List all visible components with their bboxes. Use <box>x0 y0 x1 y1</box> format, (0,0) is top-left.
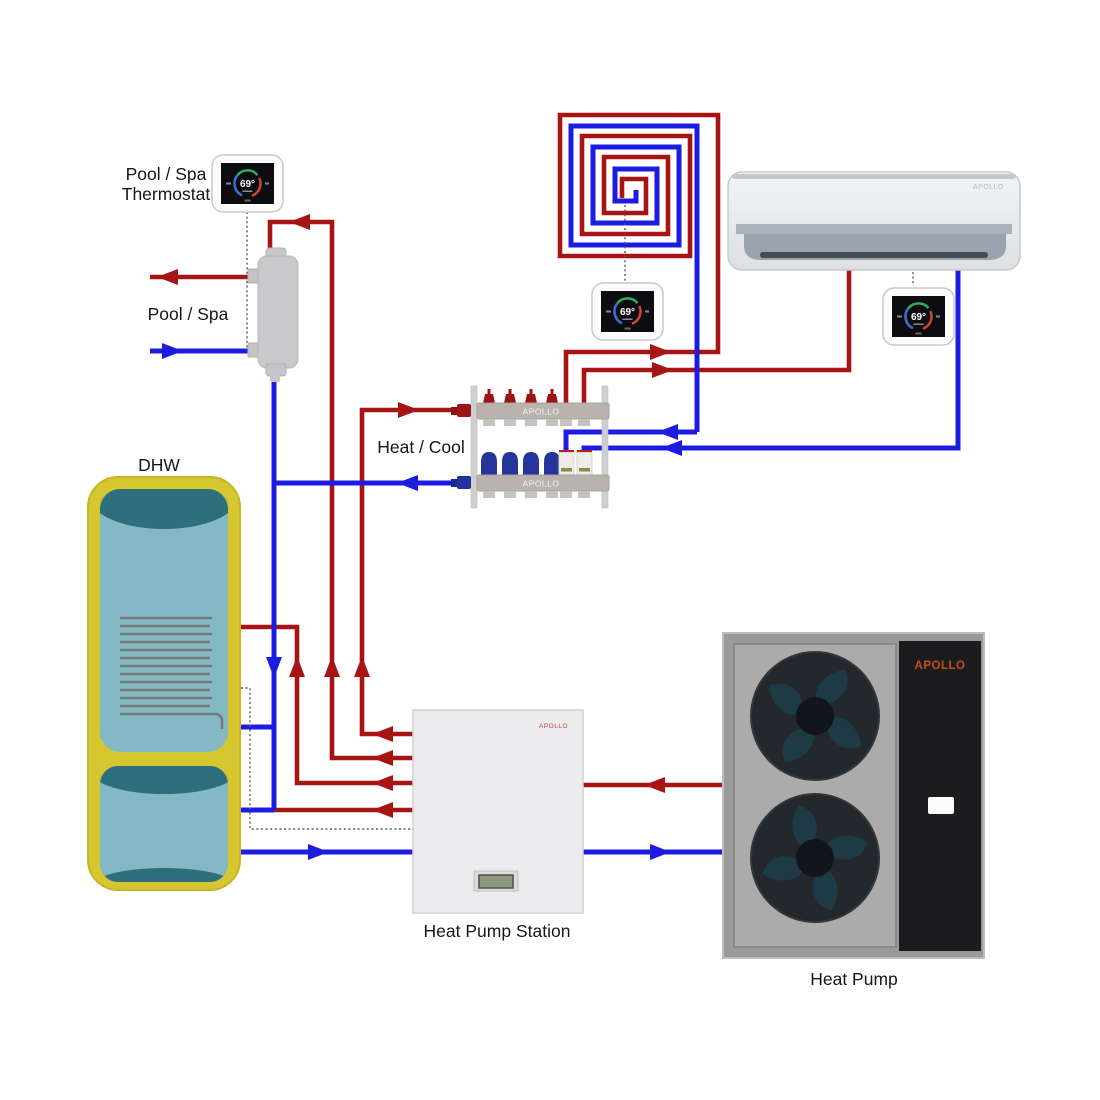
pool-spa-heat-exchanger <box>247 247 299 382</box>
label-pool-spa-thermostat-1: Pool / Spa <box>126 164 207 184</box>
fan-bottom-icon <box>750 793 880 923</box>
labels: Pool / Spa Thermostat Pool / Spa DHW Hea… <box>122 164 898 989</box>
sensor-cables <box>241 205 914 830</box>
pipe-airhandler-supply <box>581 268 852 405</box>
manifold-actuators <box>558 450 593 476</box>
label-pool-spa-thermostat-2: Thermostat <box>122 184 211 204</box>
cable-tank-sensor <box>241 687 413 830</box>
pipe-dhw-supply <box>236 624 413 786</box>
thermostat-pool-spa-temp: 69° <box>240 179 255 190</box>
thermostat-air-handler[interactable]: 69° <box>882 287 955 346</box>
heat-pump: APOLLO <box>722 632 985 959</box>
tank-coil <box>120 616 224 729</box>
pipe-floor-supply-spiral <box>557 112 721 405</box>
manifold-return-brand: APOLLO <box>522 479 559 489</box>
pipe-floor-return-spiral <box>568 123 700 432</box>
heat-pump-brand: APOLLO <box>915 660 966 672</box>
thermostat-floor-temp: 69° <box>620 307 635 318</box>
fan-top-icon <box>750 651 880 781</box>
pipe-floor-return-run <box>563 429 697 455</box>
manifold: APOLLO <box>451 385 610 509</box>
heat-pump-label-plate <box>928 797 954 814</box>
label-pool-spa: Pool / Spa <box>148 304 229 324</box>
label-dhw: DHW <box>138 455 180 475</box>
manifold-return-bar: APOLLO <box>451 450 610 498</box>
station-brand: APOLLO <box>539 723 568 730</box>
manifold-supply-bar: APOLLO <box>451 389 610 426</box>
dhw-tank <box>87 476 241 891</box>
thermostat-air-handler-temp: 69° <box>911 312 926 323</box>
thermostat-floor[interactable]: 69° <box>591 282 664 341</box>
thermostat-pool-spa[interactable]: 69° <box>211 154 284 213</box>
heat-pump-station: APOLLO <box>412 709 584 914</box>
air-handler-brand: APOLLO <box>973 184 1004 191</box>
cold-flow-arrows <box>162 343 682 860</box>
label-heat-pump-station: Heat Pump Station <box>424 921 571 941</box>
hot-flow-arrows <box>157 214 673 818</box>
pipe-heatcool-supply <box>359 407 460 737</box>
air-handler: APOLLO <box>727 171 1021 271</box>
pipe-pool-spa-supply <box>267 219 413 761</box>
label-heat-pump: Heat Pump <box>810 969 898 989</box>
manifold-supply-brand: APOLLO <box>522 407 559 417</box>
label-heat-cool: Heat / Cool <box>377 437 465 457</box>
